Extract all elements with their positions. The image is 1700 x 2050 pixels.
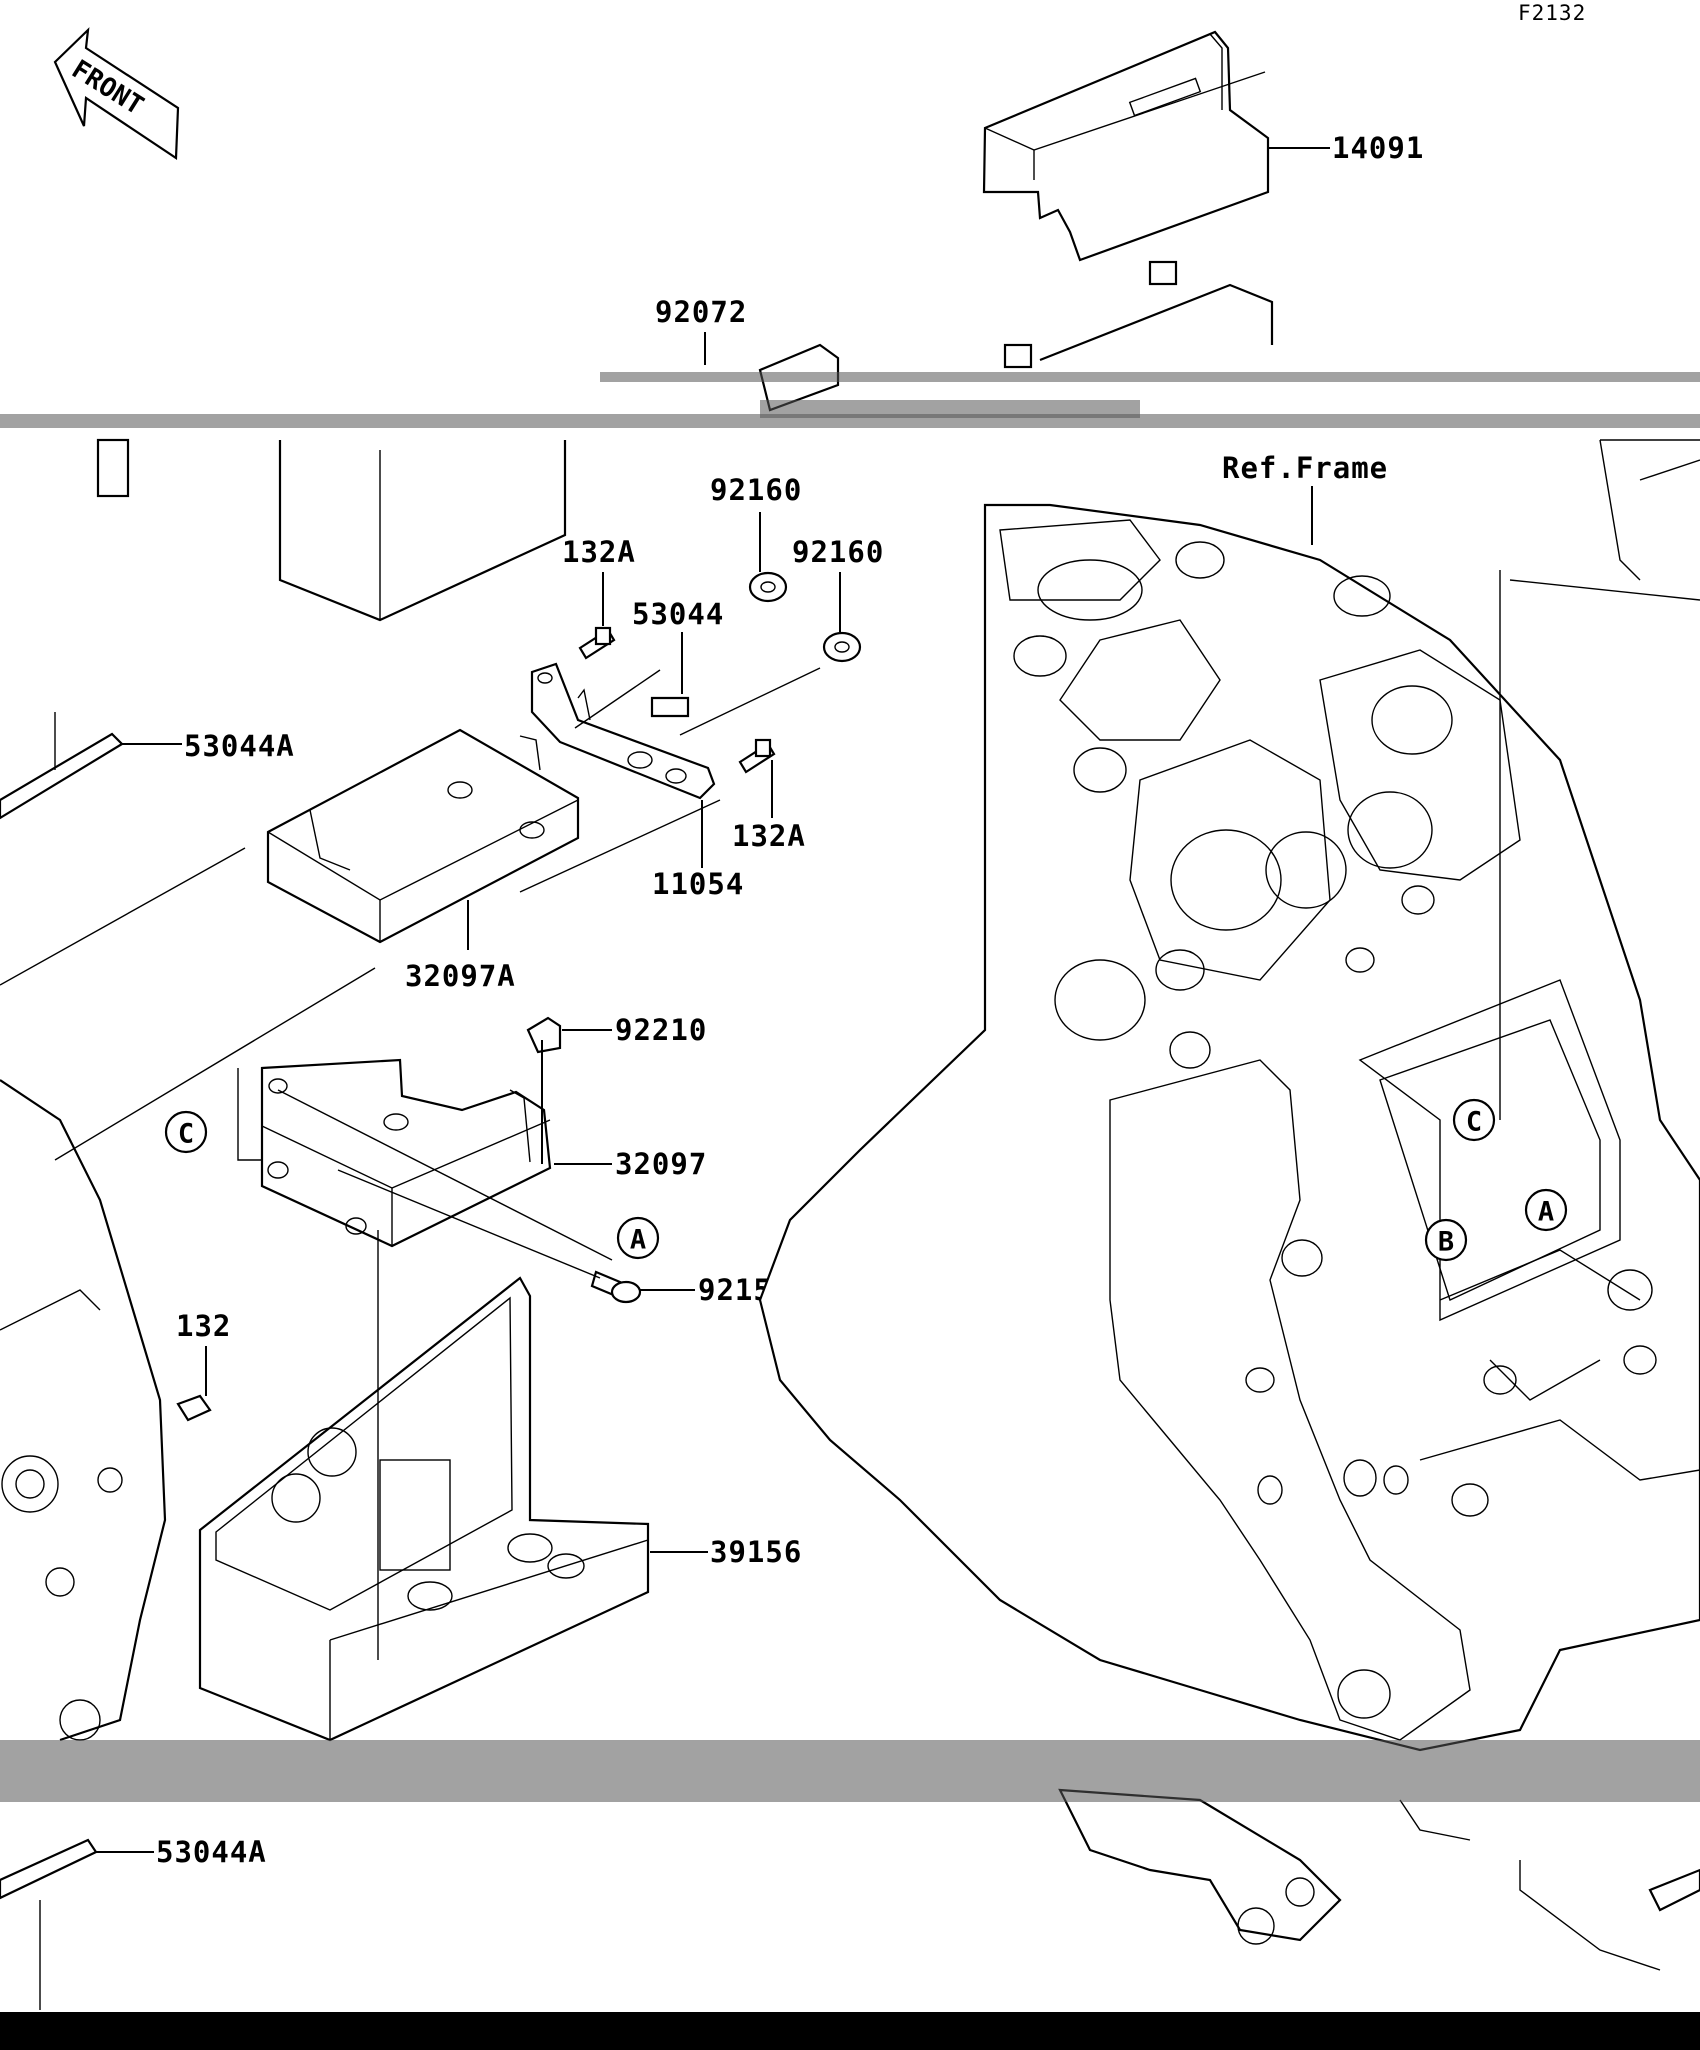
scan-noise-band-bottom	[0, 1740, 1700, 1802]
damper-part-b	[822, 631, 862, 663]
guide-line-a	[277, 1089, 613, 1261]
bolt-132a-right-part	[738, 738, 776, 774]
frame-lower-fragment	[1058, 1788, 1471, 1945]
ref-a-frame-letter: A	[1538, 1197, 1554, 1228]
bolt-132a-top-part	[578, 626, 616, 660]
guide-line-92153	[337, 1169, 601, 1279]
rubber-53044-part	[650, 696, 690, 718]
bolt-132-part	[176, 1394, 212, 1422]
clip-part	[96, 438, 130, 498]
lower-case-39156-part	[198, 1276, 650, 1742]
ref-circle-c-left: C	[164, 1110, 208, 1154]
bracket-11054-part	[530, 662, 716, 800]
battery-cover-part	[982, 30, 1270, 262]
label-53044: 53044	[632, 597, 724, 631]
ref-b-frame-letter: B	[1438, 1227, 1454, 1258]
ref-circle-a-left: A	[616, 1216, 660, 1260]
label-53044a-upper: 53044A	[184, 729, 295, 763]
label-14091: 14091	[1332, 131, 1424, 165]
front-arrow-icon: FRONT	[53, 27, 180, 161]
scan-noise-band-top	[0, 372, 1700, 428]
label-92160-a: 92160	[710, 473, 802, 507]
battery-tray-32097-part	[260, 1058, 552, 1248]
diagram-id: F2132	[1518, 1, 1586, 25]
frame-edge-line	[1519, 1860, 1661, 1971]
label-132a-right: 132A	[732, 819, 806, 853]
label-ref-frame: Ref.Frame	[1222, 451, 1388, 485]
guide-line-4	[0, 847, 246, 986]
left-frame-fragment	[0, 1079, 167, 1742]
label-92210: 92210	[615, 1013, 707, 1047]
label-39156: 39156	[710, 1535, 802, 1569]
label-132: 132	[176, 1309, 231, 1343]
damper-part-a	[748, 571, 788, 603]
bottom-black-bar	[0, 2012, 1700, 2050]
ref-circle-c-frame: C	[1452, 1098, 1496, 1142]
label-53044a-lower: 53044A	[156, 1835, 267, 1869]
ref-a-left-letter: A	[630, 1225, 646, 1256]
ref-circle-b-frame: B	[1424, 1218, 1468, 1262]
ref-circle-a-frame: A	[1524, 1188, 1568, 1232]
label-92072: 92072	[655, 295, 747, 329]
guide-line-1	[574, 669, 661, 729]
label-32097a: 32097A	[405, 959, 516, 993]
nut-92210-part	[526, 1016, 562, 1054]
label-32097: 32097	[615, 1147, 707, 1181]
battery-part	[278, 260, 1274, 622]
rubber-strip-right-part	[1648, 1868, 1700, 1912]
label-11054: 11054	[652, 867, 744, 901]
label-92160-b: 92160	[792, 535, 884, 569]
battery-case-32097a-part	[266, 728, 580, 944]
bolt-92153-part	[590, 1270, 642, 1304]
label-132a-top: 132A	[562, 535, 636, 569]
bracket-line-c	[237, 1068, 262, 1161]
rubber-strip-upper-part	[0, 712, 124, 820]
rubber-strip-lower-part	[0, 1838, 98, 1900]
frame-part	[758, 439, 1700, 1752]
ref-c-left-letter: C	[178, 1119, 194, 1150]
guide-line-2	[679, 667, 821, 736]
guide-line-3	[519, 799, 721, 893]
ref-c-frame-letter: C	[1466, 1107, 1482, 1138]
guide-line-5	[54, 967, 376, 1161]
